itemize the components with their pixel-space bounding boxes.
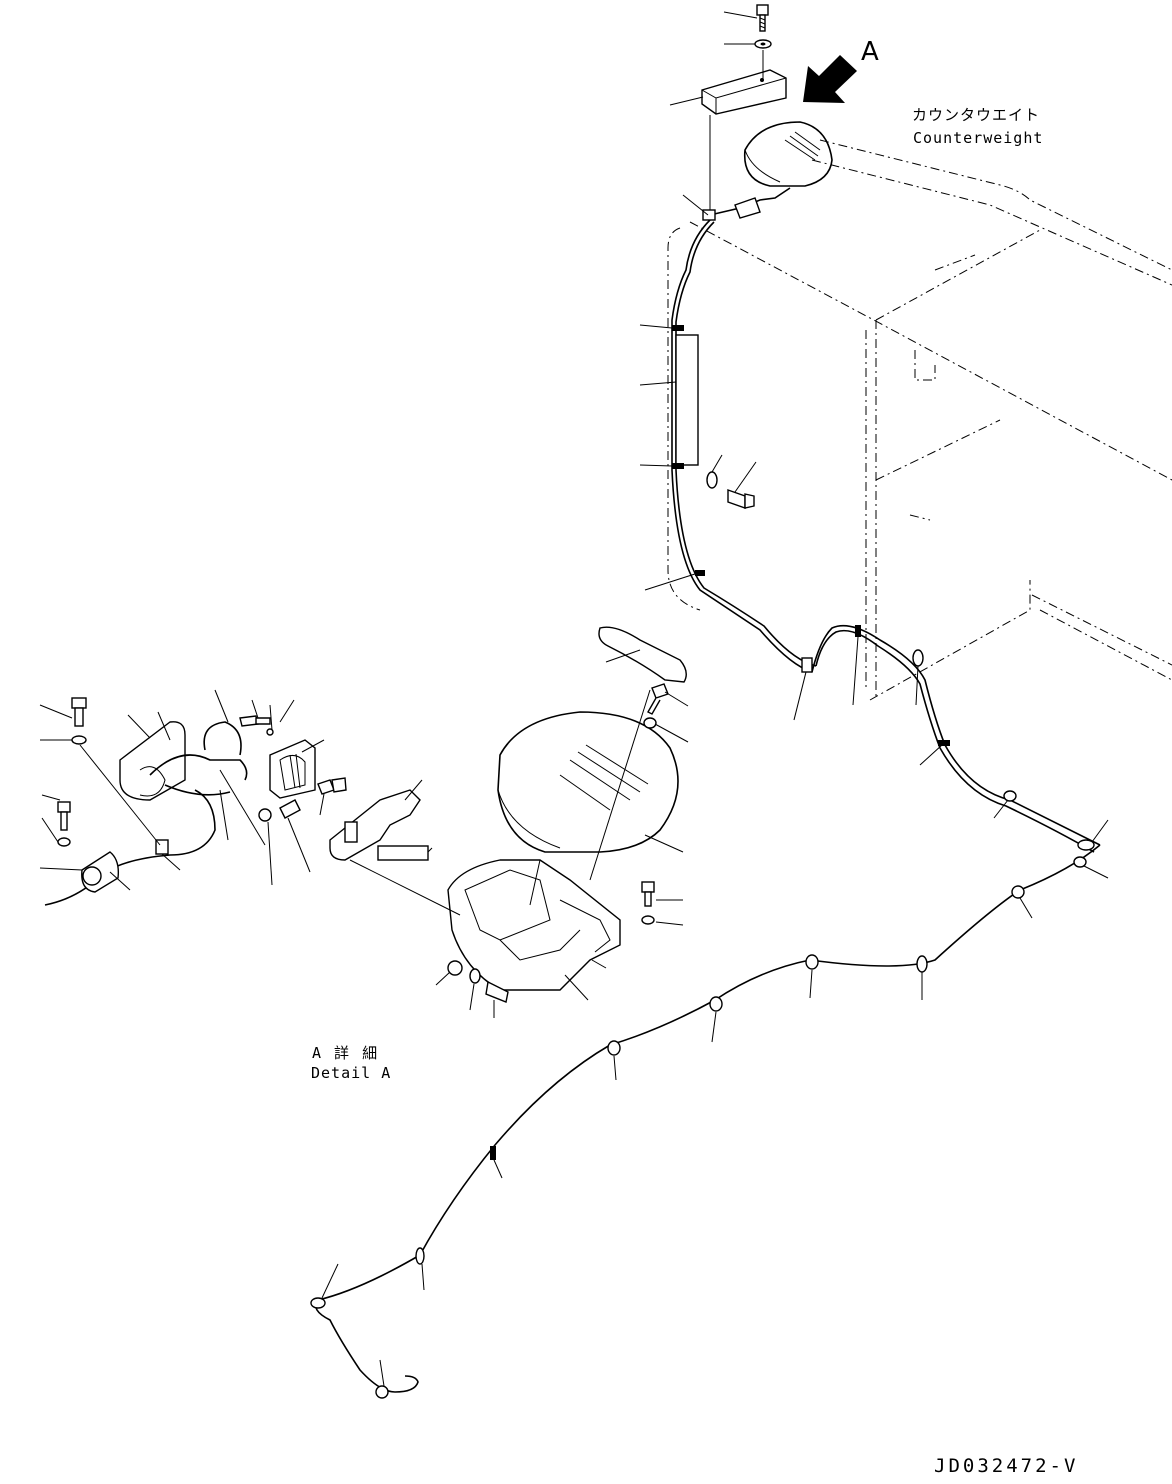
bolt-icon xyxy=(57,697,347,847)
rear-work-lamp-icon xyxy=(497,711,679,853)
rear-work-lamp-icon xyxy=(743,121,833,187)
bracket-plate xyxy=(329,789,429,861)
switch-block xyxy=(269,739,316,799)
drawing-code: JD032472-V xyxy=(934,1455,1079,1477)
harness-clip-icon xyxy=(44,721,248,906)
lamp-holder xyxy=(119,721,186,801)
harness-clip-icon xyxy=(310,325,1095,1399)
detail-a-label-jp: A 詳 細 xyxy=(312,1044,380,1062)
connector xyxy=(702,197,761,221)
lamp-bracket-plate xyxy=(675,334,699,466)
view-direction-label: A xyxy=(861,37,879,67)
lamp-bracket xyxy=(447,859,621,991)
washer-icon xyxy=(754,39,772,49)
view-direction-arrow-icon xyxy=(803,55,857,103)
leader-lines xyxy=(321,11,1109,1387)
lamp-visor xyxy=(598,626,687,683)
lamp-guard xyxy=(701,69,787,115)
leader-lines xyxy=(39,649,689,1018)
switch-connector xyxy=(81,851,120,893)
counterweight-label-en: Counterweight xyxy=(913,129,1044,147)
bolt-icon xyxy=(447,683,669,1003)
counterweight-label-jp: カウンタウエイト xyxy=(912,106,1041,124)
bolt-icon xyxy=(706,471,755,509)
counterweight-outline xyxy=(667,139,1172,701)
wire-harness-upper xyxy=(314,187,1101,1393)
detail-a-label-en: Detail A xyxy=(311,1064,392,1082)
bolt-icon xyxy=(756,4,769,32)
